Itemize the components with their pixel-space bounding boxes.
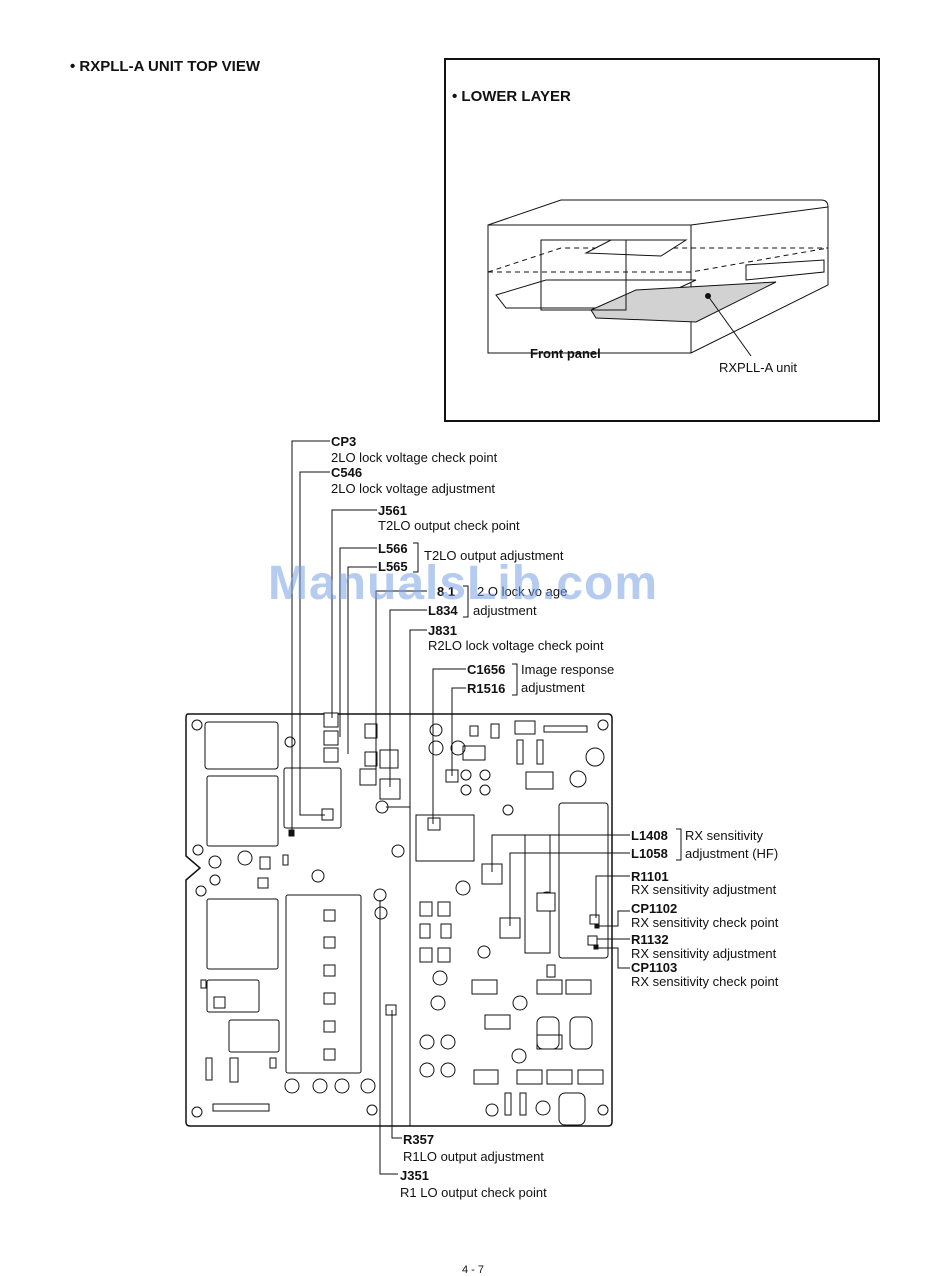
- cp1103-ref: CP1103: [631, 960, 678, 975]
- r357-desc: R1LO output adjustment: [403, 1149, 544, 1164]
- lower-layer-inset: • LOWER LAYER Front panel RXPLL-A unit: [444, 58, 880, 422]
- l834-leader: [389, 609, 427, 787]
- cp1103-leader: [598, 947, 630, 969]
- l566-ref: L566: [378, 541, 408, 556]
- l834-ref: L834: [428, 603, 458, 618]
- upper-plate: [584, 239, 688, 257]
- cp1102-leader: [598, 910, 630, 927]
- c1656-marker: [427, 817, 441, 831]
- rxpll-a-plate: [590, 281, 777, 323]
- j561-ref: J561: [378, 503, 407, 518]
- c546-desc: 2LO lock voltage adjustment: [331, 481, 496, 496]
- case-outline: [487, 199, 829, 354]
- module-9: [558, 802, 609, 959]
- module-8: [415, 814, 475, 862]
- t2lo-bracket: [413, 542, 419, 573]
- module-5: [206, 979, 260, 1013]
- module-7: [285, 894, 362, 1074]
- module-3: [283, 767, 342, 829]
- cp3-leader: [291, 440, 330, 832]
- rx-sens-hf-bracket: [676, 828, 682, 861]
- cp3-ref: CP3: [331, 434, 357, 449]
- module-4: [206, 898, 279, 970]
- page-number: 4 - 7: [462, 1264, 485, 1276]
- r1132-ref: R1132: [631, 932, 669, 947]
- r1132-marker: [587, 935, 598, 946]
- module-6: [228, 1019, 280, 1053]
- image-response-bracket: [512, 663, 518, 696]
- j561-leader: [331, 509, 377, 718]
- c546-leader: [299, 471, 330, 816]
- r1101-marker: [589, 914, 600, 925]
- r2lo-adj-desc-1: 2 O lock vo age: [477, 584, 568, 599]
- j561-desc: T2LO output check point: [378, 518, 520, 533]
- module-2: [206, 775, 279, 847]
- unit-pointer-line: [707, 295, 752, 357]
- module-1: [204, 721, 279, 770]
- j831-desc: R2LO lock voltage check point: [428, 638, 604, 653]
- r2lo-bracket: [463, 585, 469, 618]
- r1132-desc: RX sensitivity adjustment: [631, 946, 777, 961]
- j351-desc: R1 LO output check point: [400, 1185, 547, 1200]
- c546-ref: C546: [331, 465, 363, 480]
- image-response-desc-2: adjustment: [521, 680, 585, 695]
- j561-marker: [323, 712, 339, 728]
- r357-ref: R357: [403, 1132, 435, 1147]
- case-right-edge: [690, 206, 829, 226]
- l831-marker: [359, 768, 377, 786]
- inner-box: [540, 239, 627, 311]
- rx-sens-hf-desc-1: RX sensitivity: [685, 828, 764, 843]
- l1058-ref: L1058: [631, 846, 668, 861]
- r2lo-adj-desc-2: adjustment: [473, 603, 537, 618]
- r357-leader: [391, 1010, 402, 1139]
- front-panel-label: Front panel: [530, 346, 601, 361]
- j351-marker: [373, 888, 387, 902]
- l566-leader: [339, 547, 377, 737]
- inset-title: • LOWER LAYER: [452, 88, 571, 105]
- l831-leader: [375, 590, 427, 775]
- watermark: ManualsLib.com: [268, 557, 659, 610]
- l565-marker: [323, 747, 339, 763]
- l565-leader: [347, 566, 377, 754]
- board-outline: [185, 713, 613, 1127]
- cp1103-marker: [593, 944, 599, 950]
- cp1102-desc: RX sensitivity check point: [631, 915, 779, 930]
- l831-ref: 8 1: [437, 584, 456, 599]
- c1656-ref: C1656: [467, 662, 506, 677]
- r357-marker: [374, 906, 388, 920]
- j351-leader: [379, 900, 398, 1175]
- r357-chip: [385, 1004, 397, 1016]
- r1101-desc: RX sensitivity adjustment: [631, 882, 777, 897]
- r1516-leader: [451, 687, 466, 776]
- j831-ref: J831: [428, 623, 457, 638]
- cp1102-ref: CP1102: [631, 901, 678, 916]
- c1656-leader: [432, 668, 466, 824]
- image-response-desc-1: Image response: [521, 662, 615, 677]
- rxpll-a-unit-label: RXPLL-A unit: [719, 360, 798, 375]
- rx-sens-hf-desc-2: adjustment (HF): [685, 846, 779, 861]
- l1408-leader: [491, 834, 630, 872]
- l566-marker: [323, 730, 339, 746]
- cp3-desc: 2LO lock voltage check point: [331, 450, 498, 465]
- r1516-ref: R1516: [467, 681, 506, 696]
- cp1103-desc: RX sensitivity check point: [631, 974, 779, 989]
- l1058-leader: [509, 852, 630, 926]
- j351-ref: J351: [400, 1168, 429, 1183]
- connector-top: [543, 725, 588, 733]
- mid-layer-dashed: [487, 247, 829, 273]
- connector-bottom: [212, 1103, 270, 1112]
- r1101-ref: R1101: [631, 869, 669, 884]
- t2lo-adj-desc: T2LO output adjustment: [424, 548, 564, 563]
- l565-ref: L565: [378, 559, 408, 574]
- page-title: • RXPLL-A UNIT TOP VIEW: [70, 58, 260, 75]
- chassis-drawing: [487, 199, 829, 357]
- r1101-leader: [595, 875, 630, 918]
- l1408-ref: L1408: [631, 828, 668, 843]
- right-plate: [745, 259, 825, 281]
- j831-leader: [386, 629, 427, 808]
